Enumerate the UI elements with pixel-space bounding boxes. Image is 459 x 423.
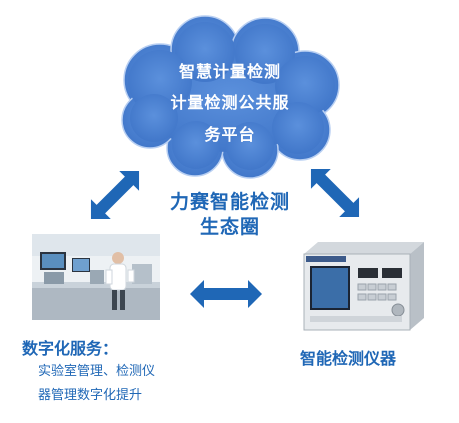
arrow-lab-to-instrument (190, 280, 262, 308)
arrow-cloud-to-lab (90, 170, 140, 220)
digital-service-title: 数字化服务： (22, 339, 119, 358)
smart-instrument-title: 智能检测仪器 (300, 349, 397, 368)
digital-service-desc-line1: 实验室管理、检测仪 (38, 364, 156, 379)
digital-service-desc-line2: 器管理数字化提升 (38, 388, 143, 403)
lab-photo (32, 234, 160, 320)
instrument-photo (296, 240, 428, 332)
ecosystem-title-line2: 生态圈 (199, 216, 260, 238)
cloud-title-line1: 智慧计量检测 (178, 62, 281, 81)
arrow-cloud-to-instrument (310, 168, 360, 218)
cloud-title-line3: 务平台 (204, 125, 256, 144)
cloud-title-line2: 计量检测公共服 (170, 93, 290, 112)
ecosystem-title-line1: 力赛智能检测 (169, 191, 290, 213)
